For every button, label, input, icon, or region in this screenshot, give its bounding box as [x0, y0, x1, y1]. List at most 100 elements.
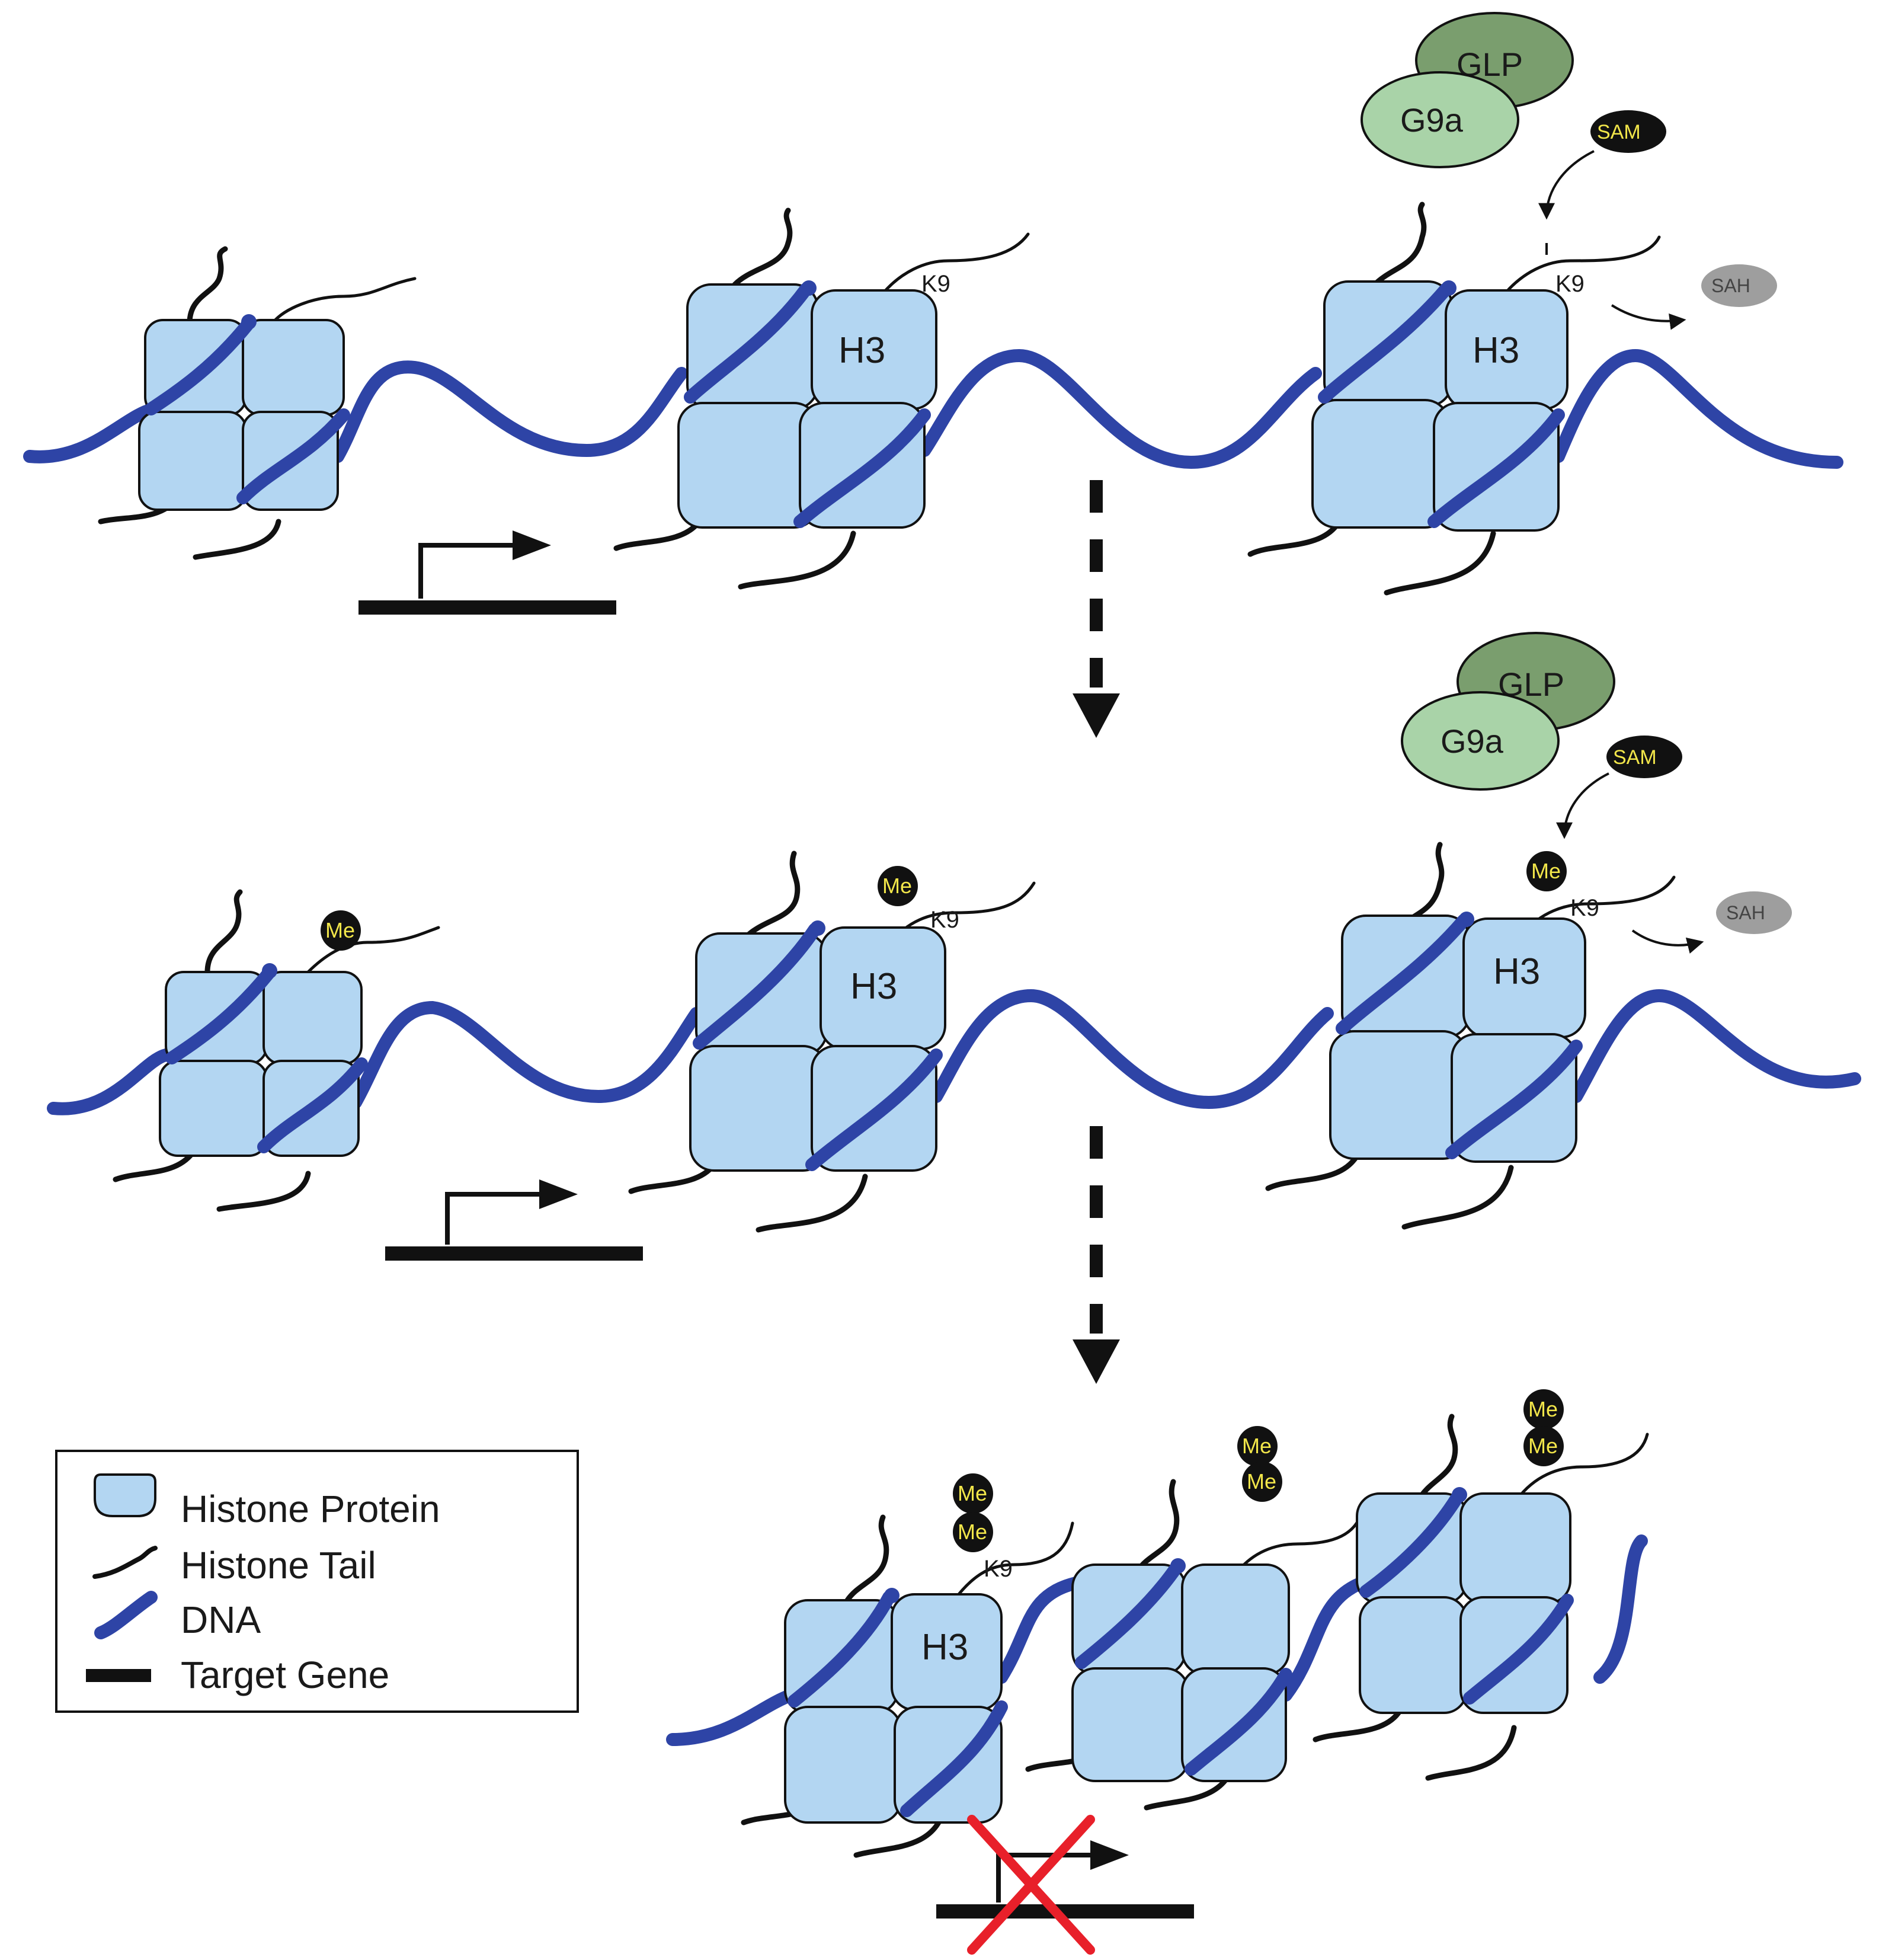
sah-byproduct: SAH: [1716, 891, 1792, 934]
sah-arrow: [1611, 304, 1686, 330]
legend-label-histone-tail: Histone Tail: [181, 1544, 376, 1587]
k9-label: K9: [1555, 271, 1584, 297]
histone-protein: [1071, 1667, 1189, 1782]
dna-strand: [47, 989, 1861, 1115]
transcription-arrow: [1090, 1840, 1129, 1870]
h3-label: H3: [921, 1627, 968, 1668]
histone-tail: [1425, 1725, 1517, 1781]
dna-wrap: [145, 316, 255, 415]
k9-label: K9: [930, 907, 959, 933]
histone-tail-k9: [1521, 875, 1676, 935]
nucleosome-h3: H3 K9: [613, 207, 1030, 590]
legend-label-dna: DNA: [181, 1598, 261, 1641]
histone-tail-k9: [890, 881, 1036, 944]
histone-tail: [1313, 1710, 1401, 1742]
sah-arrow: [1631, 929, 1704, 954]
legend-label-target-gene: Target Gene: [181, 1654, 389, 1696]
histone-tail: [187, 246, 228, 326]
methyl-group: Me: [1242, 1462, 1282, 1502]
histone-tail: [1384, 530, 1496, 596]
histone-tail: [1237, 1507, 1365, 1572]
sam-label: SAM: [1597, 121, 1641, 143]
me-label: Me: [882, 874, 912, 898]
dna-wrap: [788, 1591, 895, 1708]
dna-wrap: [1185, 1668, 1292, 1776]
target-gene-silenced: [936, 1815, 1194, 1955]
dna-wrap: [236, 408, 350, 504]
k9-label: K9: [1570, 895, 1599, 921]
g9a-glp-complex: GLP G9a: [1361, 12, 1574, 168]
g9a-label: G9a: [1400, 101, 1464, 139]
me-label: Me: [1528, 1397, 1558, 1421]
dna-wrap: [1318, 283, 1452, 404]
g9a-label: G9a: [1441, 722, 1504, 760]
histone-protein: [138, 411, 247, 511]
histone-tail: [113, 1150, 196, 1182]
target-gene-icon: [86, 1669, 151, 1682]
h3-label: H3: [850, 966, 897, 1007]
nucleosome: Me: [113, 889, 440, 1212]
nucleosome: [98, 246, 417, 560]
target-gene: [358, 530, 616, 615]
histone-tail: [844, 1514, 889, 1603]
histone-protein: [1311, 399, 1450, 529]
dna-wrap: [684, 283, 812, 404]
nucleosome: Me Me: [1025, 1426, 1365, 1811]
histone-protein: [1329, 1030, 1468, 1160]
histone-protein: [1181, 1563, 1290, 1676]
dna-wrap: [805, 1048, 943, 1171]
h3-label: H3: [838, 330, 885, 371]
legend-label-histone-protein: Histone Protein: [181, 1488, 440, 1530]
histone-tail-k9: [1503, 235, 1661, 295]
histone-protein: [242, 319, 345, 416]
row-2-monomethylated: Me H3 K9 Me: [47, 632, 1861, 1261]
histone-protein: [677, 402, 819, 529]
sam-label: SAM: [1613, 746, 1657, 769]
histone-tail: [738, 530, 856, 590]
dna-wrap: [257, 1057, 368, 1153]
methyl-group: Me: [1523, 1389, 1564, 1430]
dna-wrap: [1427, 408, 1565, 528]
methyl-group: Me: [953, 1512, 993, 1552]
histone-tail: [1372, 202, 1427, 287]
legend: Histone Protein Histone Tail DNA Target …: [55, 1450, 579, 1713]
me-label: Me: [958, 1481, 987, 1505]
nucleosome-h3: H3 K9 Me: [628, 850, 1036, 1233]
me-label: Me: [1528, 1434, 1558, 1458]
g9a-enzyme: [1401, 691, 1560, 791]
me-label: Me: [1247, 1469, 1276, 1494]
progression-arrow: [1073, 480, 1120, 738]
sam-cofactor: SAM: [1590, 110, 1666, 153]
me-label: Me: [325, 918, 355, 942]
sam-arrow: [1556, 772, 1609, 839]
histone-protein: [263, 971, 363, 1065]
dna-wrap: [693, 923, 821, 1050]
methyl-group: Me: [1523, 1426, 1564, 1466]
me-label: Me: [1242, 1434, 1272, 1458]
histone-tail: [271, 277, 417, 325]
progression-arrow: [1073, 1126, 1120, 1384]
k9-label: K9: [921, 271, 950, 297]
histone-protein: [689, 1045, 828, 1172]
histone-tail-k9: [881, 232, 1030, 295]
methyl-group: Me: [953, 1473, 993, 1514]
histone-tail: [1401, 1165, 1514, 1230]
dna-wrap: [900, 1700, 1008, 1817]
histone-tail: [1416, 1414, 1458, 1502]
histone-tail: [744, 850, 801, 939]
row-3-dimethylated-silenced: H3 K9 Me Me Me: [666, 1389, 1649, 1955]
dna-wrap: [1463, 1594, 1574, 1705]
histone-tail: [1247, 519, 1342, 557]
sah-label: SAH: [1711, 275, 1750, 296]
dna-wrap: [793, 408, 931, 528]
sam-cofactor: SAM: [1606, 736, 1682, 778]
histone-tail-k9: [952, 1521, 1074, 1602]
dna-wrap: [1075, 1561, 1183, 1669]
h3-label: H3: [1473, 330, 1519, 371]
nucleosome-h3: H3 K9 Me Me: [741, 1473, 1074, 1858]
histone-protein: [784, 1706, 902, 1824]
histone-tail: [306, 926, 440, 974]
target-gene: [385, 1179, 643, 1261]
g9a-enzyme: [1361, 71, 1519, 168]
